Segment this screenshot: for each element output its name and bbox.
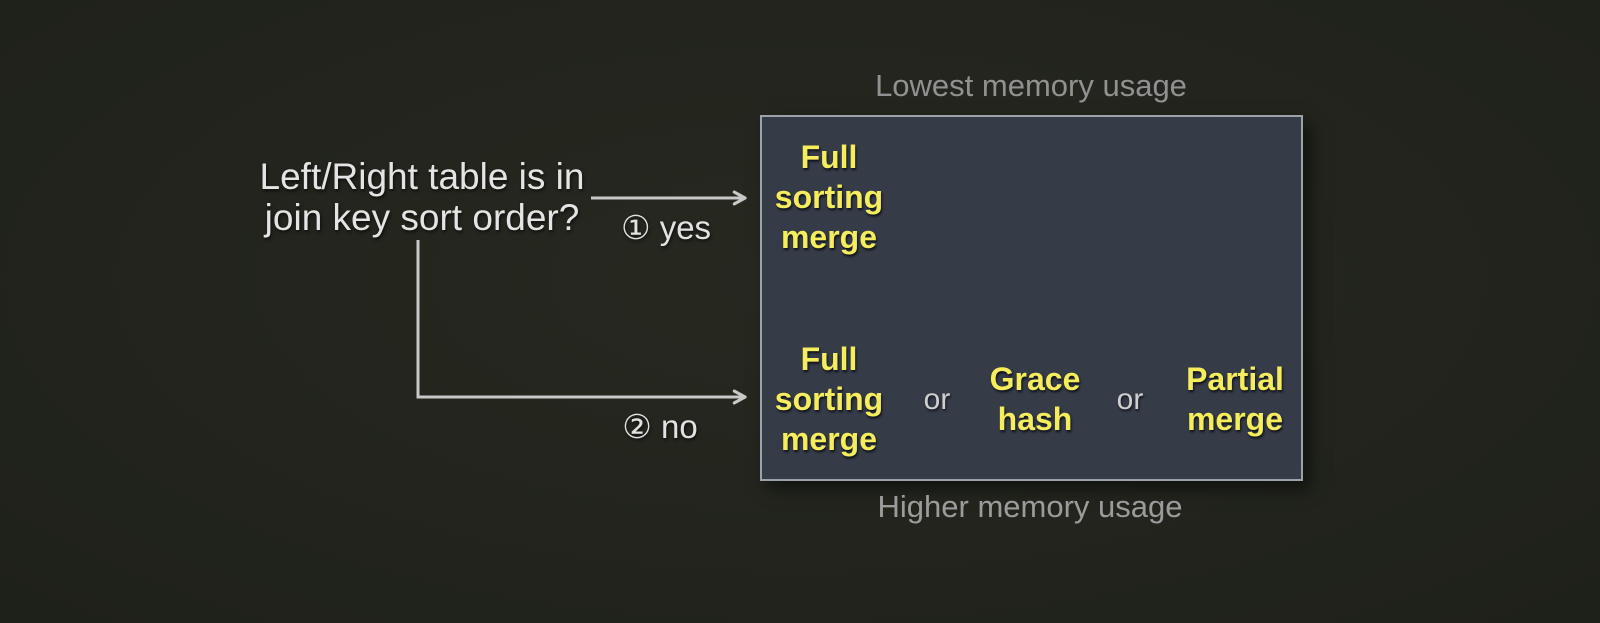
- no-arrow: [416, 240, 747, 405]
- or-separator-2: or: [1116, 383, 1144, 416]
- yes-branch-label: ① yes: [620, 209, 712, 246]
- question-text: Left/Right table is in join key sort ord…: [259, 156, 585, 238]
- algo-partial-merge: Partial merge: [1186, 361, 1284, 437]
- higher-memory-label: Higher memory usage: [877, 489, 1183, 524]
- algo-full-sorting-merge-sorted: Full sorting merge: [774, 139, 884, 255]
- no-branch-label: ② no: [622, 408, 698, 445]
- algo-grace-hash: Grace hash: [989, 361, 1081, 437]
- lowest-memory-label: Lowest memory usage: [875, 68, 1187, 103]
- algo-full-sorting-merge-unsorted: Full sorting merge: [774, 341, 884, 457]
- algorithm-box: [760, 115, 1303, 481]
- or-separator-1: or: [923, 383, 951, 416]
